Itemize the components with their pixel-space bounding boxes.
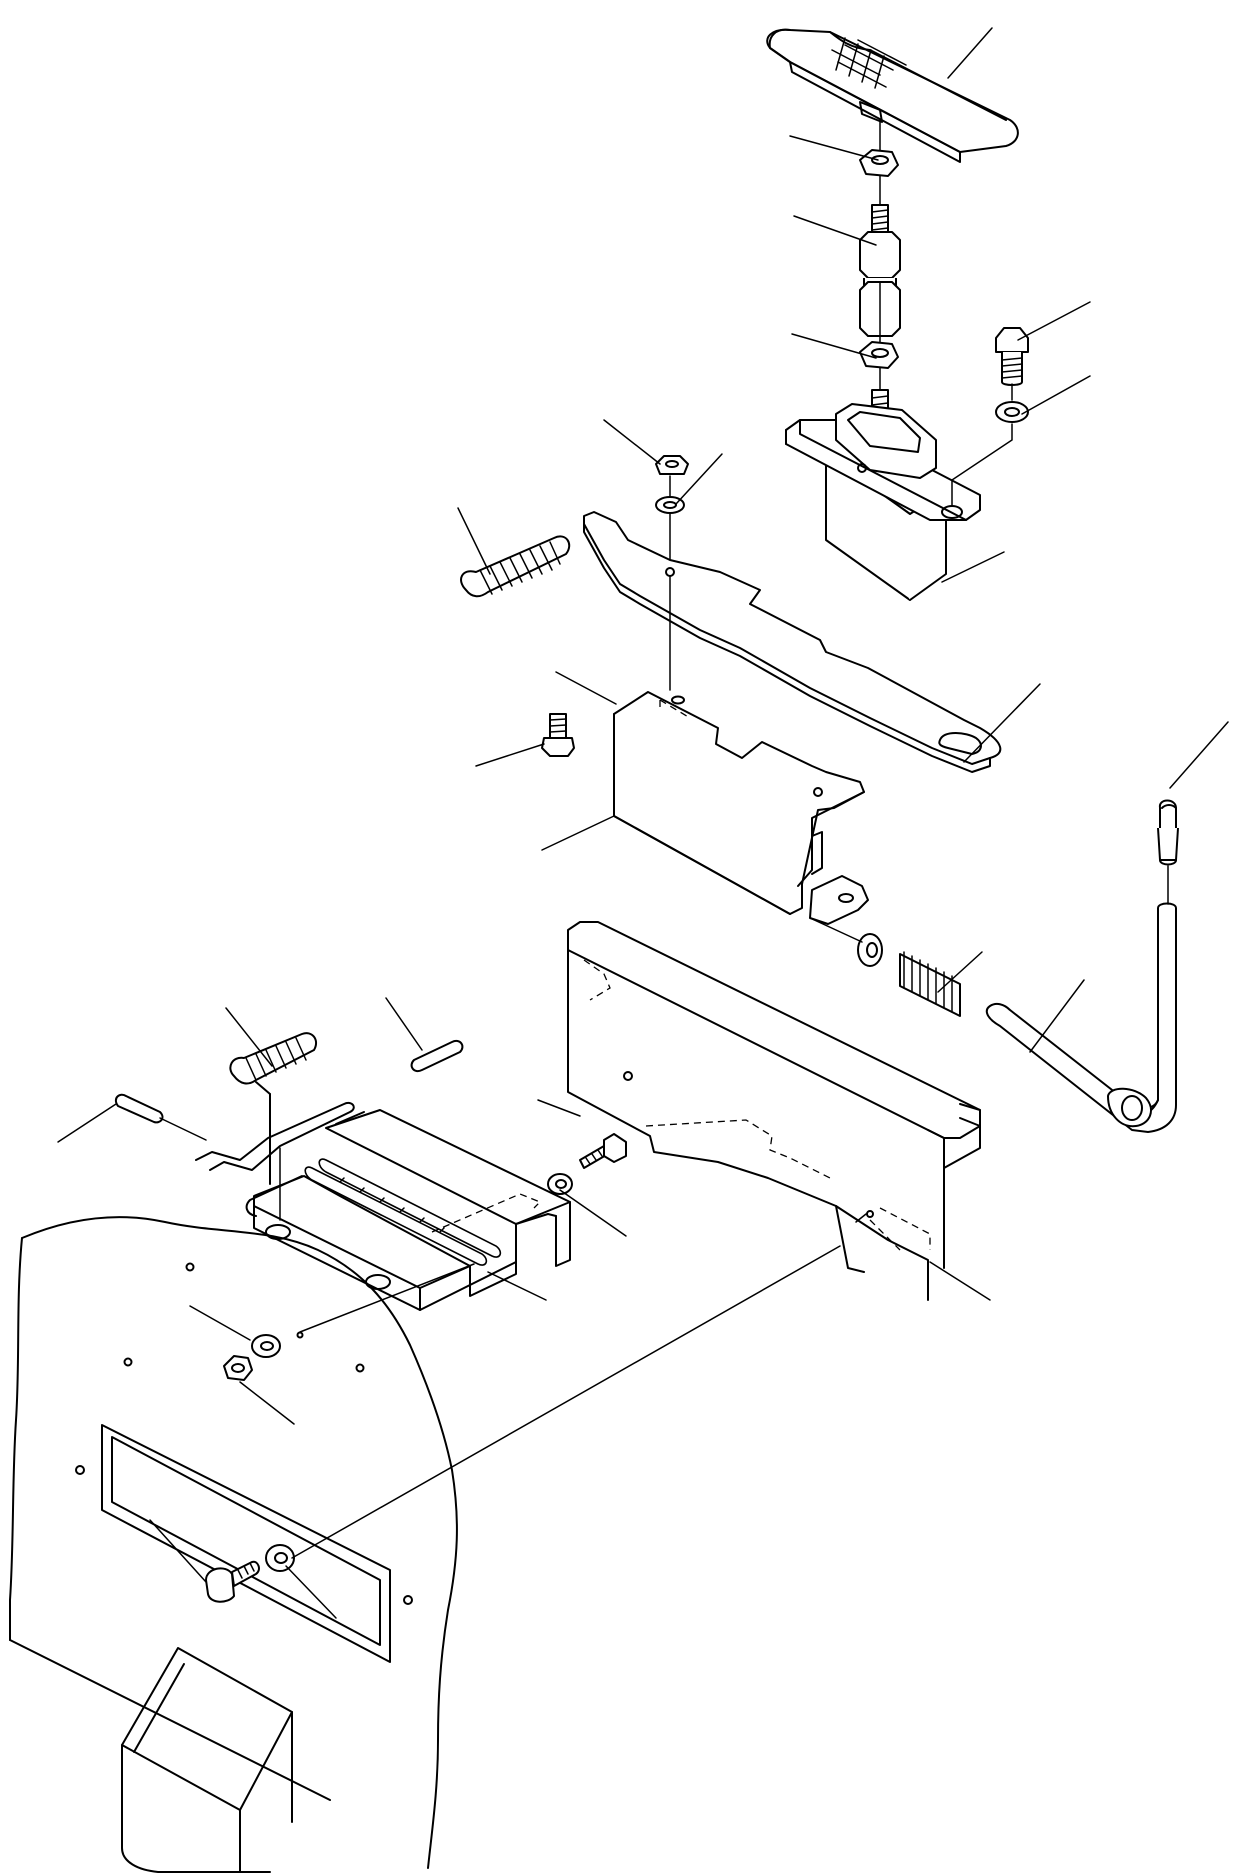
base-bracket [567, 921, 981, 1301]
pedal-nut-upper [859, 149, 899, 177]
switch-bolt [995, 327, 1029, 386]
switch-bracket [613, 691, 869, 925]
frame-washer-lower [265, 1544, 295, 1572]
assembly-lines [159, 119, 1169, 1559]
dowel-pin-left [114, 1093, 164, 1124]
lock-pin [985, 902, 1177, 1133]
dowel-pin-right [410, 1040, 464, 1072]
hinge-bolt [579, 1133, 627, 1169]
lever-plate [583, 511, 1002, 773]
lever-nut [655, 455, 689, 475]
pin-spring [899, 951, 961, 1017]
pedal-pad [766, 28, 1019, 163]
frame-nut [223, 1355, 253, 1381]
adjuster-rod [859, 204, 901, 337]
hinge-plate [195, 1081, 571, 1311]
frame-washer-upper [251, 1334, 281, 1358]
limit-switch [785, 403, 981, 601]
lever-spring [460, 535, 571, 598]
frame-bolt [205, 1560, 260, 1603]
pin-washer [857, 933, 883, 967]
hinge-spring [229, 1032, 318, 1085]
switch-washer [995, 401, 1029, 423]
leader-lines [57, 27, 1229, 1619]
cab-frame [9, 1216, 458, 1873]
bracket-bolt [541, 713, 575, 757]
lock-knob [1157, 799, 1179, 866]
hinge-washer [547, 1173, 573, 1195]
